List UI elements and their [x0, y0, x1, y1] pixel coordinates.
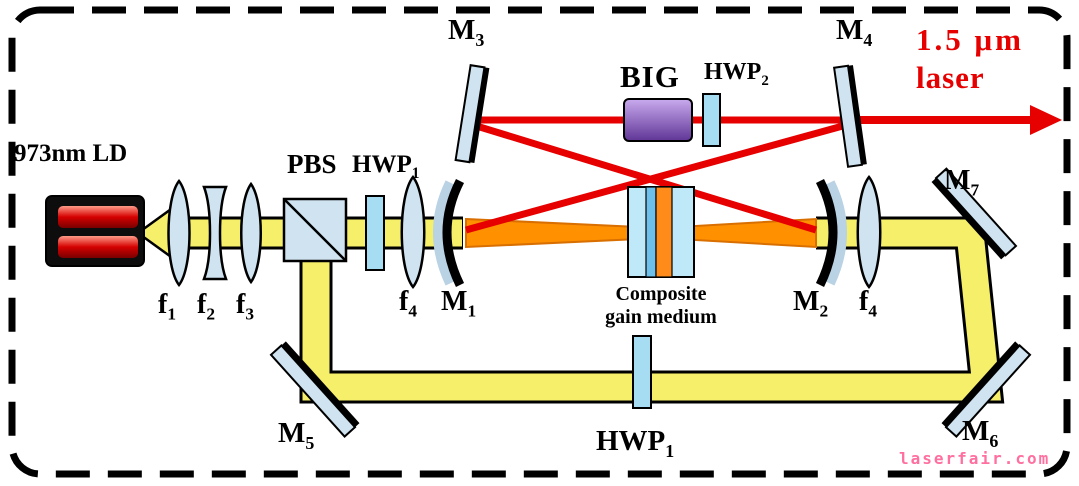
label-m2: M2	[793, 286, 829, 321]
label-f1: f1	[158, 289, 177, 324]
watermark: laserfair.com	[899, 449, 1051, 468]
label-m1: M1	[441, 286, 477, 321]
mirror-m7	[931, 167, 1018, 260]
label-f3: f3	[236, 289, 255, 324]
laser-output-arrowhead	[1030, 105, 1062, 135]
label-gain-medium-line2: gain medium	[605, 306, 717, 328]
dashed-border	[8, 6, 1071, 478]
mirror-m6	[941, 341, 1032, 438]
label-ld: 973nm LD	[14, 140, 128, 167]
lens-f1	[167, 178, 191, 288]
label-f4-left: f4	[399, 286, 418, 321]
mirror-m1	[433, 178, 465, 287]
waveplate-hwp2	[702, 93, 721, 147]
lens-f2	[202, 185, 228, 281]
label-m6: M6	[962, 415, 999, 451]
label-f4-right: f4	[859, 286, 878, 321]
label-gain-medium-line1: Composite	[615, 283, 707, 305]
lens-f4-right	[856, 174, 882, 290]
laser-beam-m4-m1	[465, 120, 851, 234]
lens-f4-left	[400, 174, 426, 290]
label-output-laser: laser	[916, 60, 985, 95]
mirror-m3	[454, 64, 490, 164]
mirror-m2	[815, 178, 847, 287]
gain-medium	[627, 186, 695, 278]
waveplate-hwp1-bottom	[632, 335, 652, 409]
big-element	[623, 98, 693, 142]
label-gain-medium: Composite gain medium	[588, 283, 734, 329]
waveplate-hwp1-top	[365, 195, 385, 271]
label-hwp2: HWP2	[704, 59, 769, 89]
label-hwp1-top: HWP1	[352, 151, 420, 182]
lens-f3	[240, 181, 262, 285]
label-pbs: PBS	[287, 149, 337, 179]
mirror-m5	[269, 341, 360, 438]
label-output-wavelength: 1.5 μm	[916, 22, 1024, 57]
pbs-cube	[282, 197, 348, 263]
mirror-m4	[832, 64, 867, 168]
label-hwp1-bottom: HWP1	[596, 425, 675, 461]
laser-beam-m3-m2	[468, 120, 818, 234]
label-f2: f2	[197, 289, 216, 324]
label-m5: M5	[278, 417, 315, 453]
laser-diode	[45, 195, 145, 267]
label-big: BIG	[620, 59, 680, 94]
label-m3: M3	[448, 14, 485, 50]
label-m7: M7	[944, 165, 980, 200]
label-m4: M4	[836, 14, 873, 50]
